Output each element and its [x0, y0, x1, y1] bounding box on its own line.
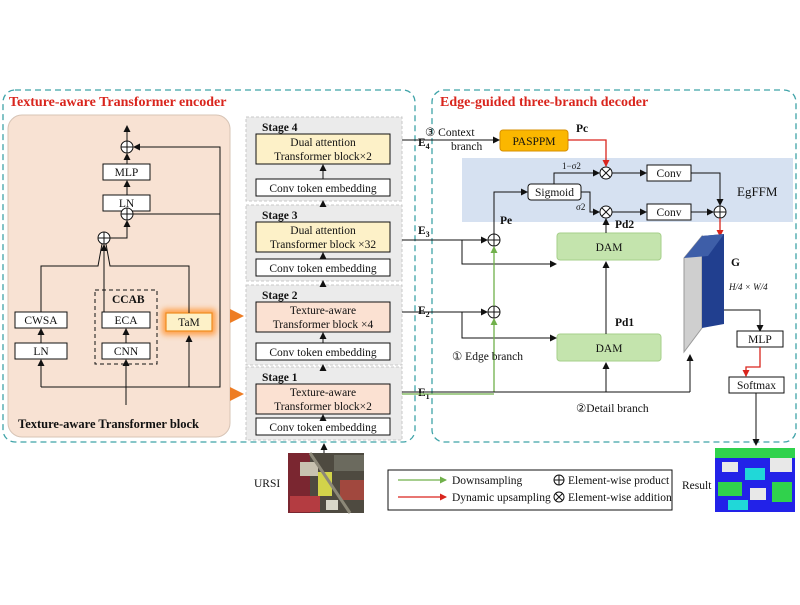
softmax-label: Softmax: [737, 380, 776, 392]
product-node-top: [599, 166, 613, 180]
sigmoid-label: Sigmoid: [535, 187, 574, 199]
cwsa-label: CWSA: [24, 315, 58, 327]
stage-block-3: [255, 221, 391, 253]
tam-label: TaM: [178, 317, 200, 329]
legend-box: [387, 469, 673, 511]
edge-addition-bottom: [487, 305, 501, 319]
detail-branch-label: ②Detail branch: [576, 403, 649, 415]
top-addition-node: [120, 140, 134, 154]
context-branch-label-1: ③ Context: [425, 127, 475, 139]
cnn-label: CNN: [114, 346, 139, 358]
stage-block-4: [255, 133, 391, 165]
block-title: Texture-aware Transformer block: [18, 417, 199, 431]
stage-label-1: Stage 1: [262, 372, 298, 384]
g-label: G: [731, 257, 740, 269]
feature-label-3: E3: [418, 225, 430, 239]
stage-arrow-2: [230, 309, 244, 323]
decoder-title: Edge-guided three-branch decoder: [440, 95, 648, 110]
decoder-mlp-label: MLP: [748, 334, 772, 346]
context-upsample-arrow: [568, 139, 610, 167]
g-size-label: H/4 × W/4: [728, 282, 768, 292]
legend-element-addition: Element-wise addition: [568, 492, 672, 504]
mlp-upsample-arrow: [742, 347, 761, 377]
stage-block-line1-1: Texture-aware: [290, 387, 356, 399]
stage-embedding-label-4: Conv token embedding: [269, 183, 377, 195]
legend-downsampling: Downsampling: [452, 475, 523, 487]
pd1-label: Pd1: [615, 317, 634, 329]
egffm-label: EgFFM: [737, 184, 778, 199]
stage-block-line1-4: Dual attention: [290, 137, 356, 149]
result-label: Result: [682, 480, 712, 492]
stage-embedding-label-3: Conv token embedding: [269, 263, 377, 275]
conv-top-label: Conv: [657, 168, 682, 180]
pasppm-label: PASPPM: [512, 136, 555, 148]
dam-bottom-label: DAM: [596, 343, 623, 355]
decoder-panel: [431, 89, 797, 443]
stage-label-3: Stage 3: [262, 210, 298, 222]
pe-label: Pe: [500, 215, 512, 227]
lower-addition-node: [97, 231, 111, 245]
stage-block-line1-3: Dual attention: [290, 225, 356, 237]
stage-embedding-label-1: Conv token embedding: [269, 422, 377, 434]
eca-label: ECA: [115, 315, 139, 327]
stage-arrow-1: [230, 387, 244, 401]
stage-block-2: [255, 301, 391, 333]
legend-dynamic-upsampling: Dynamic upsampling: [452, 492, 551, 504]
dam-top-label: DAM: [596, 242, 623, 254]
ccab-box: [94, 289, 158, 365]
one-minus-sigma-label: 1−σ2: [562, 161, 581, 171]
ccab-label: CCAB: [112, 294, 145, 306]
ursi-label: URSI: [254, 478, 280, 490]
feature-label-2: E2: [418, 305, 430, 319]
stage-block-line2-4: Transformer block×2: [274, 151, 372, 163]
pc-label: Pc: [576, 123, 588, 135]
mlp-label: MLP: [115, 167, 139, 179]
feature-map-g: [683, 234, 724, 354]
result-segmentation-image: [715, 448, 795, 512]
sigma-label: σ2: [576, 202, 585, 212]
stage-embedding-label-2: Conv token embedding: [269, 347, 377, 359]
stage-block-line2-1: Transformer block×2: [274, 401, 372, 413]
ln-top-label: LN: [119, 198, 135, 210]
encoder-panel: [2, 89, 416, 443]
stage-label-2: Stage 2: [262, 290, 298, 302]
stage-block-line1-2: Texture-aware: [290, 305, 356, 317]
feature-label-1: E1: [418, 387, 430, 401]
legend-plus-icon: [553, 474, 565, 486]
edge-branch-label: ① Edge branch: [452, 351, 523, 363]
edge-addition-top: [487, 233, 501, 247]
pd2-label: Pd2: [615, 219, 634, 231]
mid-addition-node: [120, 207, 134, 221]
ursi-input-image: [288, 452, 364, 514]
legend-times-icon: [553, 491, 565, 503]
stage-block-line2-3: Transformer block ×32: [270, 239, 377, 251]
legend-element-product: Element-wise product: [568, 475, 670, 487]
stage-block-1: [255, 383, 391, 415]
conv-bottom-label: Conv: [657, 207, 682, 219]
stage-block-line2-2: Transformer block ×4: [273, 319, 374, 331]
dam-top-box: [556, 232, 662, 261]
context-branch-label-2: branch: [451, 141, 483, 153]
egffm-panel: [462, 158, 793, 222]
stage-label-4: Stage 4: [262, 122, 298, 134]
encoder-title: Texture-aware Transformer encoder: [9, 95, 226, 110]
product-node-bottom: [599, 205, 613, 219]
feature-label-4: E4: [418, 137, 430, 151]
dam-bottom-box: [556, 333, 662, 362]
ln-bottom-label: LN: [33, 346, 49, 358]
fusion-addition-node: [713, 205, 727, 219]
